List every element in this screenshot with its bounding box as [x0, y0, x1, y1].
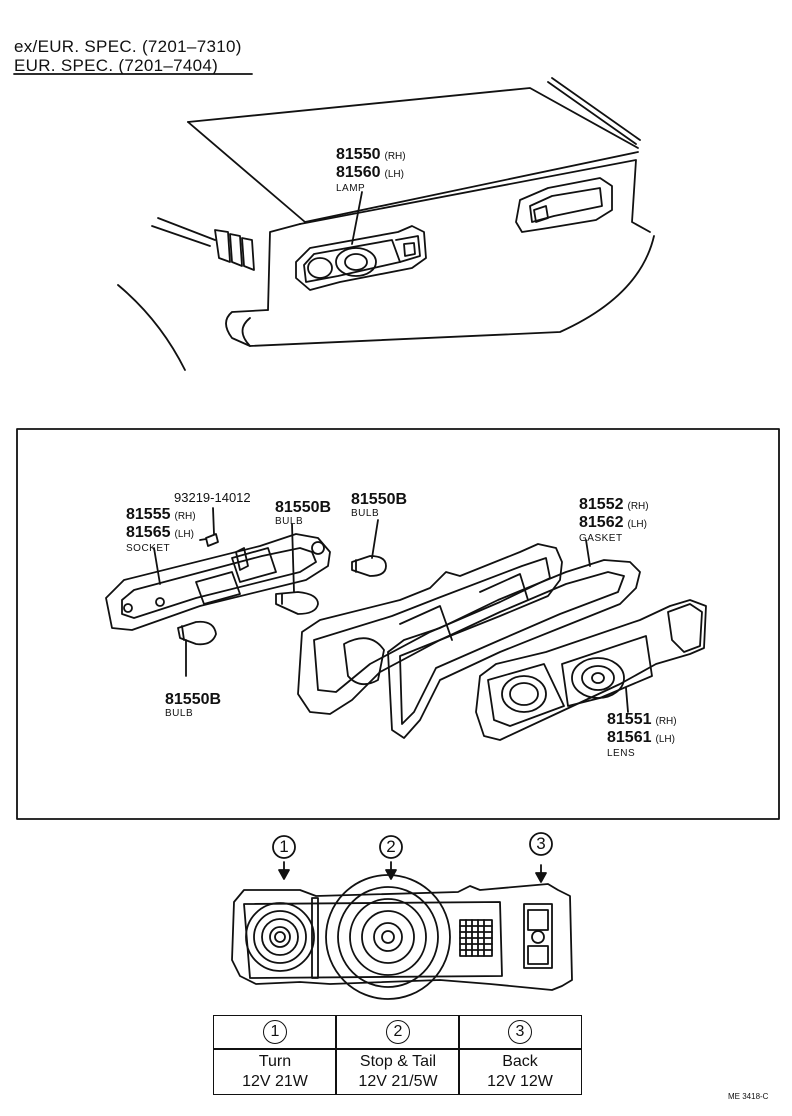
callout-arrows — [278, 861, 547, 883]
lamp-lens — [475, 599, 707, 741]
callout-3-circle — [529, 832, 553, 856]
legend-num-3: 3 — [508, 1020, 532, 1044]
bulb-c-pn: 81550B — [351, 491, 408, 508]
opposite-lamp-on-car — [515, 177, 613, 233]
legend-col-sep-1 — [335, 1016, 337, 1094]
callout-1-number: 1 — [279, 837, 289, 856]
lens-pn-rh: 81551 — [607, 711, 652, 728]
screw-pn: 93219-14012 — [174, 490, 251, 505]
bulb-legend-table: 1 Turn 12V 21W 2 Stop & Tail 12V 21/5W 3… — [213, 1015, 582, 1095]
legend-col-back: 3 Back 12V 12W — [459, 1016, 581, 1094]
header-line-2: EUR. SPEC. (7201–7404) — [14, 56, 219, 75]
bulb-a-label: BULB — [165, 708, 194, 719]
lens-label: LENS — [607, 748, 636, 759]
socket-pn-lh: 81565 — [126, 524, 171, 541]
legend-name-1: Turn — [258, 1053, 292, 1070]
callout-1-circle — [272, 835, 296, 859]
bulb-top — [351, 555, 387, 577]
gasket-label: GASKET — [579, 533, 623, 544]
gasket-pn-rh: 81552 — [579, 496, 624, 513]
bulb-b-label: BULB — [275, 516, 304, 527]
socket-tag-rh: (RH) — [174, 511, 196, 522]
legend-col-stop-tail: 2 Stop & Tail 12V 21/5W — [337, 1016, 459, 1094]
lamp-housing — [297, 543, 563, 715]
lamp-label-group: 81550(RH) 81560(LH) LAMP — [336, 146, 406, 195]
lamp-assembly-on-car — [295, 225, 427, 291]
screw-part — [199, 507, 219, 547]
legend-name-2: Stop & Tail — [359, 1053, 437, 1070]
gasket-pn-lh: 81562 — [579, 514, 624, 531]
legend-name-3: Back — [502, 1053, 538, 1070]
callout-3-number: 3 — [536, 834, 546, 853]
lamp-gasket — [387, 559, 641, 739]
bulb-b-pn: 81550B — [275, 499, 332, 516]
bulb-a-label-group: 81550B BULB — [165, 691, 222, 720]
lamp-tag-lh: (LH) — [384, 169, 404, 180]
legend-col-sep-2 — [458, 1016, 460, 1094]
gasket-tag-rh: (RH) — [627, 501, 649, 512]
exploded-view-frame — [16, 428, 780, 820]
legend-col-turn: 1 Turn 12V 21W — [214, 1016, 336, 1094]
bulb-left-lower — [177, 620, 217, 677]
bulb-middle — [275, 523, 319, 615]
footer-code: ME 3418-C — [728, 1092, 769, 1101]
bulb-c-label-group: 81550B BULB — [351, 491, 408, 520]
legend-spec-3: 12V 12W — [487, 1073, 553, 1090]
header-line-1: ex/EUR. SPEC. (7201–7310) — [14, 37, 242, 56]
bulb-b-label-group: 81550B BULB — [275, 499, 332, 528]
lamp-leader-line — [351, 191, 363, 245]
callout-2-number: 2 — [386, 837, 396, 856]
callout-2-circle — [379, 835, 403, 859]
legend-num-1: 1 — [263, 1020, 287, 1044]
lens-tag-lh: (LH) — [655, 734, 675, 745]
lens-pn-lh: 81561 — [607, 729, 652, 746]
socket-label: SOCKET — [126, 543, 171, 554]
car-rear-illustration — [117, 77, 655, 371]
gasket-tag-lh: (LH) — [627, 519, 647, 530]
lamp-tag-rh: (RH) — [384, 151, 406, 162]
socket-tag-lh: (LH) — [174, 529, 194, 540]
legend-num-2: 2 — [386, 1020, 410, 1044]
socket-label-group: 81555(RH) 81565(LH) SOCKET — [126, 506, 196, 555]
legend-spec-2: 12V 21/5W — [358, 1073, 438, 1090]
lamp-label: LAMP — [336, 183, 366, 194]
lens-label-group: 81551(RH) 81561(LH) LENS — [607, 711, 677, 760]
legend-divider — [214, 1048, 581, 1050]
lens-face-diagram — [231, 874, 573, 1000]
socket-assembly — [105, 533, 331, 631]
socket-pn-rh: 81555 — [126, 506, 171, 523]
lamp-pn-lh: 81560 — [336, 164, 381, 181]
lens-tag-rh: (RH) — [655, 716, 677, 727]
gasket-label-group: 81552(RH) 81562(LH) GASKET — [579, 496, 649, 545]
legend-spec-1: 12V 21W — [242, 1073, 308, 1090]
lamp-pn-rh: 81550 — [336, 146, 381, 163]
bulb-c-label: BULB — [351, 508, 380, 519]
bulb-a-pn: 81550B — [165, 691, 222, 708]
